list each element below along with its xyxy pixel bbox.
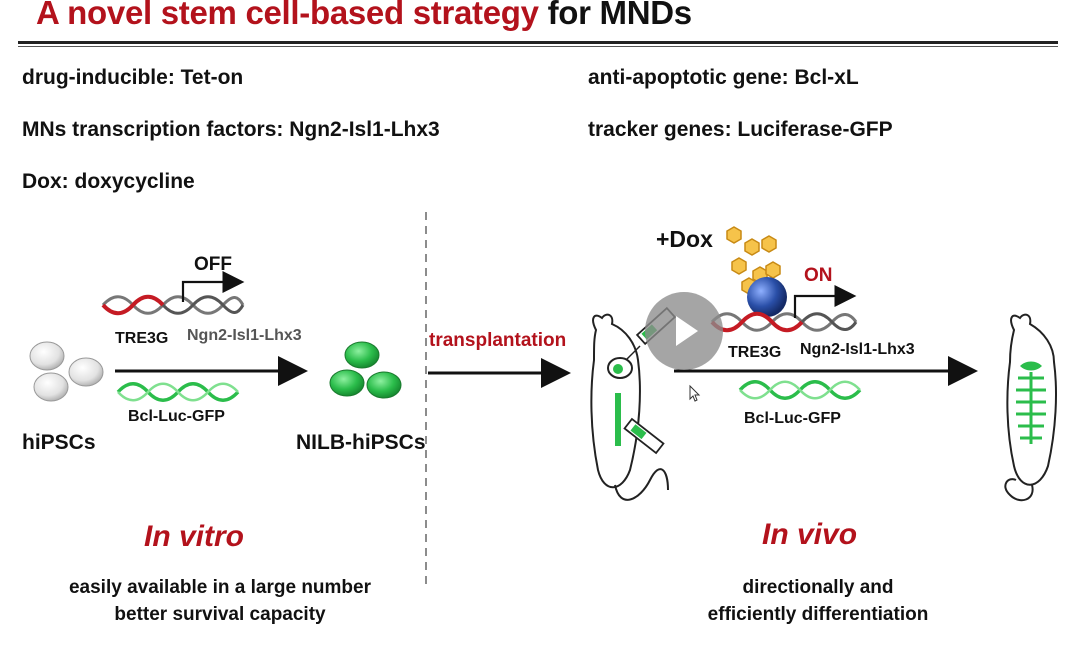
info-transcription-factors: MNs transcription factors: Ngn2-Isl1-Lhx…	[22, 118, 440, 141]
cursor-icon	[689, 384, 701, 402]
title-rule-thin	[18, 46, 1058, 47]
info-antiapoptotic: anti-apoptotic gene: Bcl-xL	[588, 66, 859, 89]
info-dox: Dox: doxycycline	[22, 170, 195, 193]
on-label: ON	[804, 265, 833, 286]
dna-icon	[738, 380, 862, 400]
invivo-caption-line2: efficiently differentiation	[707, 604, 929, 625]
title-highlight: A novel stem cell-based strategy	[36, 0, 539, 31]
off-label: OFF	[194, 254, 232, 275]
off-promoter-arrow	[181, 271, 245, 302]
dox-label: +Dox	[656, 226, 713, 252]
bcl-label-left: Bcl-Luc-GFP	[128, 408, 225, 425]
hipsc-cells	[29, 341, 104, 402]
dna-icon	[116, 382, 240, 402]
play-icon[interactable]	[645, 292, 723, 370]
mouse-icon	[1004, 313, 1057, 502]
on-promoter-arrow	[793, 285, 857, 318]
nilb-cells	[329, 341, 402, 399]
info-tracker: tracker genes: Luciferase-GFP	[588, 118, 893, 141]
invivo-caption-line1: directionally and	[742, 577, 894, 598]
invitro-heading: In vitro	[144, 520, 245, 553]
nilb-hipsc-label: NILB-hiPSCs	[296, 431, 426, 454]
invitro-caption-line1: easily available in a large number	[68, 577, 372, 598]
bcl-label-right: Bcl-Luc-GFP	[744, 410, 841, 427]
slide-title: A novel stem cell-based strategy for MND…	[36, 0, 692, 32]
invitro-caption-line2: better survival capacity	[114, 604, 326, 625]
title-rest: for MNDs	[538, 0, 693, 31]
gene-label-right: Ngn2-Isl1-Lhx3	[800, 341, 915, 358]
hipsc-label: hiPSCs	[22, 431, 96, 454]
invivo-caption: directionally and efficiently differenti…	[648, 574, 988, 628]
title-rule	[18, 41, 1058, 44]
gene-label-left: Ngn2-Isl1-Lhx3	[187, 327, 302, 344]
invivo-heading: In vivo	[762, 518, 858, 551]
syringe-icon	[623, 417, 665, 455]
rtta-protein	[747, 277, 787, 317]
tre3g-label-left: TRE3G	[115, 330, 169, 347]
transplantation-label: transplantation	[429, 330, 567, 351]
tre3g-label-right: TRE3G	[728, 344, 782, 361]
info-drug-inducible: drug-inducible: Tet-on	[22, 66, 244, 89]
dna-icon	[101, 294, 245, 316]
invitro-caption: easily available in a large number bette…	[20, 574, 420, 628]
dna-icon	[710, 311, 858, 333]
